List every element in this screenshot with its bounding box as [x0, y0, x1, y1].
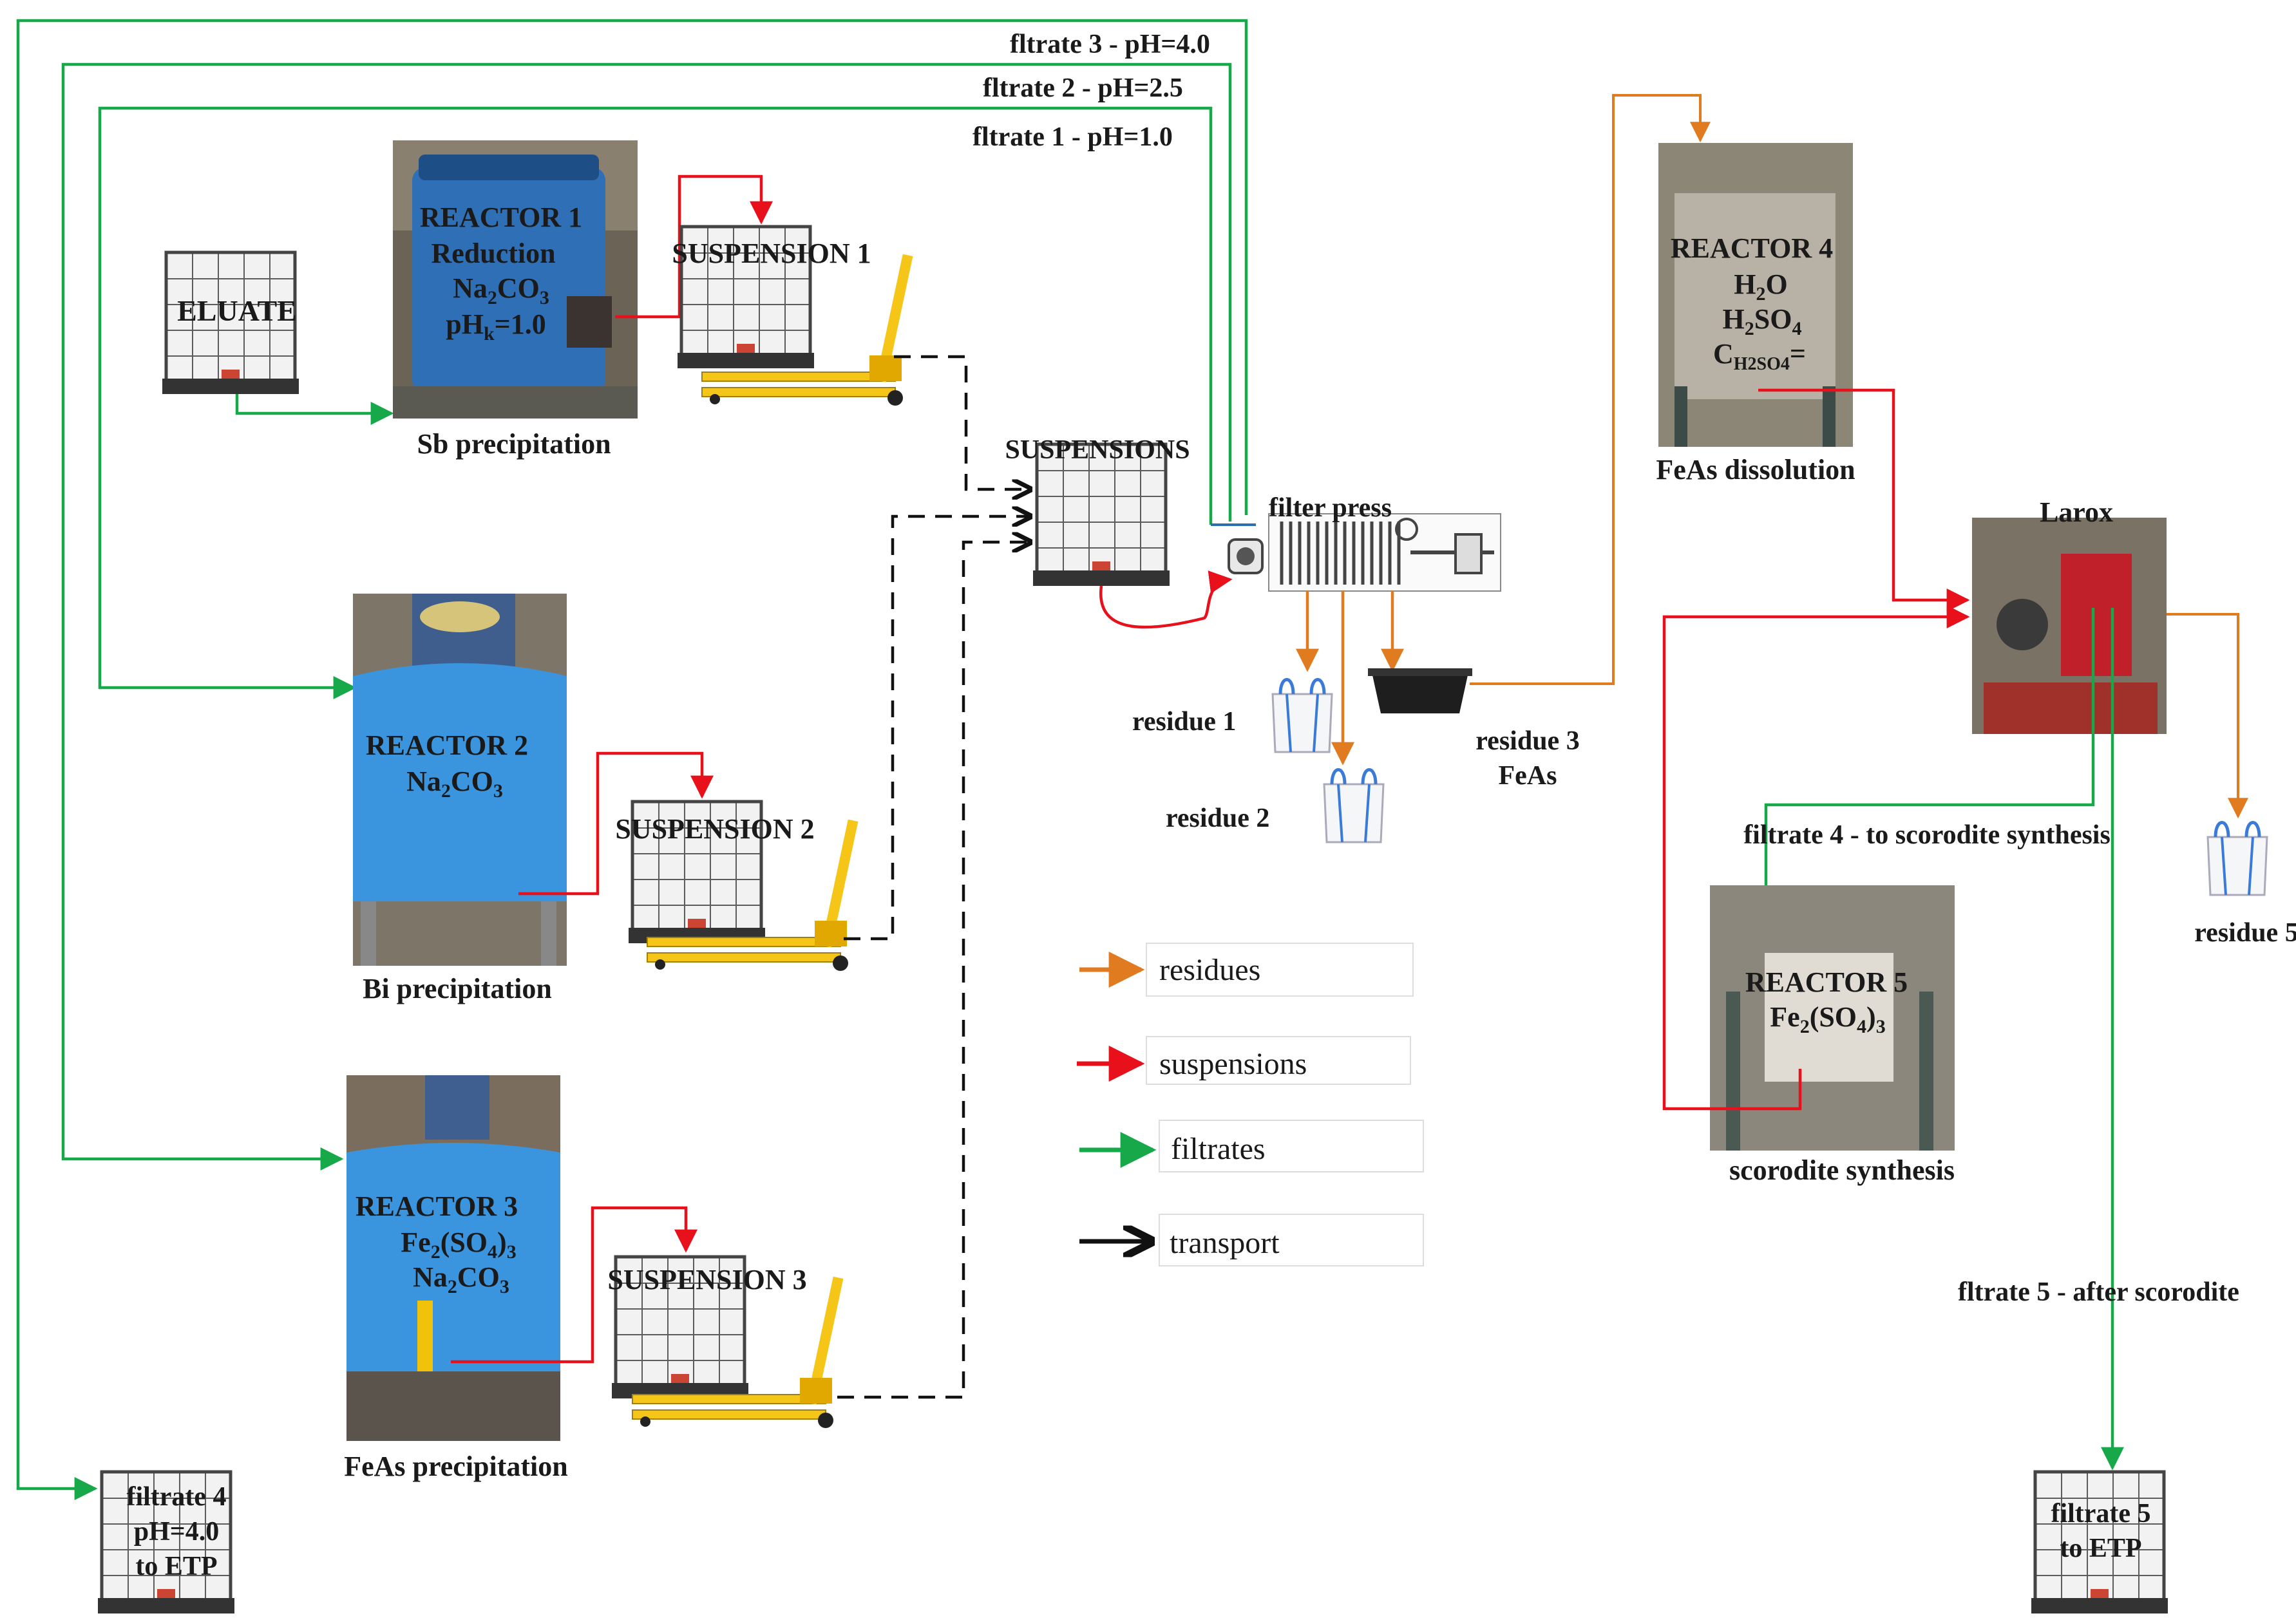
filtrate5-tank-line2: to ETP — [2060, 1534, 2141, 1563]
reactor1-to-suspension1-arrow — [615, 174, 773, 319]
residue3-tray — [1368, 668, 1472, 713]
reactor1-title: REACTOR 1 — [420, 202, 582, 233]
reactor3-line2: Fe2(SO4)3 — [401, 1227, 516, 1263]
suspension2-transport-arrow — [844, 516, 1030, 941]
reactor3-photo — [346, 1075, 560, 1441]
residue5-label: residue 5 — [2194, 918, 2296, 948]
residue3-sub: FeAs — [1499, 761, 1557, 791]
filtrate5-tank-line1: filtrate 5 — [2051, 1499, 2150, 1529]
filtrate5-after-label: fltrate 5 - after scorodite — [1958, 1277, 2239, 1307]
residue2-bag — [1324, 770, 1383, 843]
filtrate4-synth-label: filtrate 4 - to scorodite synthesis — [1743, 820, 2111, 850]
reactor2-title: REACTOR 2 — [366, 729, 528, 761]
filtrate-recycle-lines — [16, 19, 1256, 1500]
reactor5-photo — [1710, 885, 1955, 1151]
suspensions-tank — [1033, 444, 1170, 586]
larox-photo — [1972, 518, 2167, 734]
filtrate1-line-label: fltrate 1 - pH=1.0 — [972, 122, 1173, 152]
reactor2-to-suspension2-arrow — [518, 751, 714, 896]
reactor1-caption: Sb precipitation — [417, 428, 611, 460]
reactor5-to-larox-arrow — [1662, 605, 1970, 1111]
legend-label-suspensions: suspensions — [1159, 1047, 1307, 1081]
reactor3-line3: Na2CO3 — [413, 1261, 509, 1297]
filtrate-2-line — [61, 62, 1232, 1171]
suspension3-label: SUSPENSION 3 — [607, 1264, 806, 1295]
legend-label-transport: transport — [1170, 1226, 1280, 1260]
reactor4-line4: CH2SO4= — [1713, 338, 1806, 374]
reactor1-line4: pHk=1.0 — [446, 308, 546, 344]
filtrate3-line-label: fltrate 3 - pH=4.0 — [1010, 30, 1210, 59]
reactor5-line2: Fe2(SO4)3 — [1770, 1001, 1885, 1037]
reactor2-photo — [353, 594, 567, 966]
reactor1-photo — [393, 140, 638, 419]
filtrate-1-line — [98, 106, 1213, 699]
suspension2-label: SUSPENSION 2 — [615, 813, 814, 845]
reactor1-line3: Na2CO3 — [453, 272, 549, 308]
reactor5-title: REACTOR 5 — [1745, 966, 1908, 998]
filter-press — [1228, 513, 1501, 592]
reactor2-line2: Na2CO3 — [406, 766, 503, 802]
reactor3-caption: FeAs precipitation — [344, 1451, 568, 1482]
larox-to-residue5-arrow — [2167, 613, 2248, 819]
filtrate4-tank-line1: filtrate 4 — [126, 1482, 226, 1512]
filtrate2-line-label: fltrate 2 - pH=2.5 — [983, 73, 1183, 103]
residue3-label: residue 3 — [1475, 726, 1579, 756]
residue1-bag — [1273, 680, 1332, 753]
residue2-label: residue 2 — [1166, 804, 1269, 833]
legend-item-transport: transport — [1079, 1214, 1424, 1266]
residue1-label: residue 1 — [1132, 707, 1236, 737]
larox-to-reactor5-filtrate-arrow — [1754, 608, 2095, 936]
suspensions-label: SUSPENSIONS — [1005, 435, 1190, 465]
reactor5-caption: scorodite synthesis — [1729, 1154, 1955, 1186]
filtrate4-tank-line3: to ETP — [135, 1552, 217, 1581]
legend-item-residues: residues — [1079, 943, 1414, 997]
eluate-to-reactor1-arrow — [235, 394, 394, 425]
filtrate4-tank-line2: pH=4.0 — [134, 1517, 219, 1547]
legend-label-filtrates: filtrates — [1171, 1132, 1266, 1166]
reactor3-to-suspension3-arrow — [451, 1206, 697, 1364]
reactor1-line2: Reduction — [431, 238, 555, 269]
suspensions-to-press-arrow — [1099, 570, 1233, 629]
larox-label: Larox — [2040, 496, 2113, 528]
suspension3-transport-arrow — [837, 542, 1030, 1399]
legend-item-filtrates: filtrates — [1079, 1120, 1424, 1172]
suspension1-transport-arrow — [894, 355, 1030, 489]
reactor4-caption: FeAs dissolution — [1656, 454, 1855, 485]
reactor2-caption: Bi precipitation — [363, 973, 552, 1004]
suspension1-label: SUSPENSION 1 — [672, 238, 871, 269]
reactor4-photo — [1658, 143, 1853, 447]
legend-label-residues: residues — [1159, 953, 1260, 987]
filtrate-3-line — [16, 19, 1248, 1500]
filter-press-label: filter press — [1269, 493, 1392, 523]
legend-item-suspensions: suspensions — [1077, 1036, 1411, 1085]
reactor4-title: REACTOR 4 — [1671, 232, 1833, 264]
reactor4-to-larox-arrow — [1758, 388, 1970, 612]
reactor4-line3: H2SO4 — [1723, 303, 1802, 339]
legend: residues suspensions filtrates transport — [1077, 943, 1424, 1266]
eluate-label: ELUATE — [177, 294, 297, 327]
residue5-bag — [2208, 823, 2267, 896]
reactor3-title: REACTOR 3 — [356, 1190, 518, 1222]
residue3-to-reactor4-arrow — [1470, 94, 1711, 685]
